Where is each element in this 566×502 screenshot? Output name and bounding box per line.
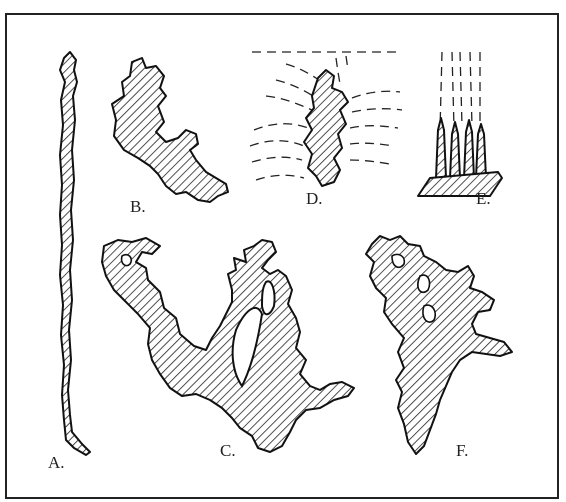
- panel-d-layer-line: [250, 141, 304, 146]
- panel-d-shape: [304, 70, 348, 186]
- panel-d-layer-line: [336, 58, 340, 84]
- panel-e-finger: [436, 118, 446, 178]
- panel-e-finger: [450, 122, 460, 178]
- panel-d: D.: [250, 52, 402, 208]
- panel-d-layer-line: [350, 143, 394, 146]
- panel-c-gap: [262, 281, 275, 314]
- panel-a-shape: [60, 52, 90, 455]
- panel-d-layer-line: [350, 126, 398, 128]
- panel-c-shape: [102, 238, 354, 452]
- panel-c-label: C.: [220, 441, 236, 460]
- panel-e-dash-line: [452, 52, 454, 128]
- panel-c: C.: [102, 238, 354, 460]
- panel-d-layer-line: [254, 124, 308, 130]
- panel-a: A.: [48, 52, 90, 472]
- panel-d-layer-line: [352, 91, 400, 98]
- panel-f-gap: [418, 275, 430, 292]
- panel-d-layer-line: [256, 175, 304, 180]
- panel-f-label: F.: [456, 441, 468, 460]
- panel-b: B.: [112, 58, 228, 216]
- panel-d-layer-line: [276, 80, 316, 98]
- panel-d-label: D.: [306, 189, 323, 208]
- panel-c-gap: [122, 255, 132, 266]
- panel-d-layer-line: [252, 157, 302, 162]
- panel-e-finger: [464, 120, 474, 178]
- panel-d-layer-line: [350, 160, 390, 164]
- panel-d-layer-line: [346, 56, 348, 70]
- panel-f-gap: [423, 305, 435, 322]
- panel-e-dash-line: [470, 52, 472, 126]
- panel-f: F.: [366, 236, 512, 460]
- panel-d-layer-line: [352, 109, 402, 112]
- panel-a-label: A.: [48, 453, 65, 472]
- panel-e-label: E.: [476, 189, 491, 208]
- panel-d-layer-line: [266, 96, 312, 110]
- panel-f-gap: [392, 254, 404, 267]
- panel-e: E.: [418, 52, 502, 208]
- panel-b-label: B.: [130, 197, 146, 216]
- panel-e-finger: [476, 124, 486, 178]
- panel-f-shape: [366, 236, 512, 454]
- panel-e-dash-line: [460, 52, 462, 126]
- panel-b-shape: [112, 58, 228, 202]
